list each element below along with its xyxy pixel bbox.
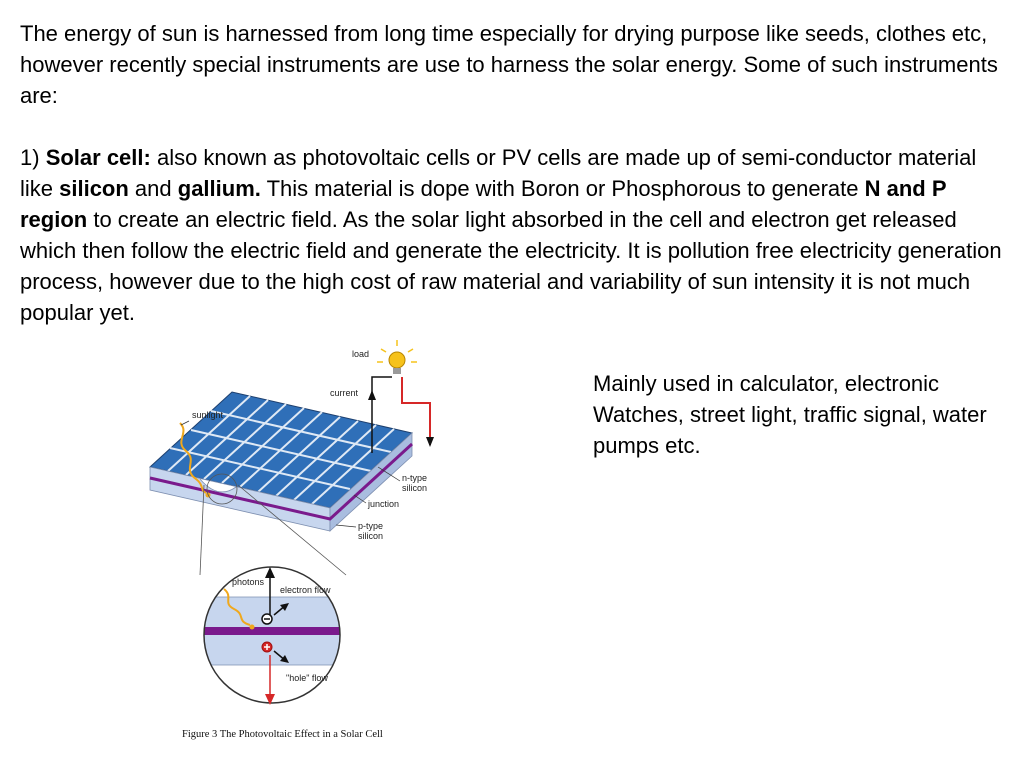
label-ntype-silicon: silicon bbox=[402, 483, 427, 493]
silicon-term: silicon bbox=[59, 176, 129, 201]
intro-paragraph: The energy of sun is harnessed from long… bbox=[20, 21, 998, 108]
solar-cell-title: Solar cell: bbox=[45, 145, 151, 170]
solar-cell-text-2: and bbox=[128, 176, 178, 201]
np-region-term: N and P region bbox=[20, 176, 947, 232]
label-electron-flow: electron flow bbox=[280, 585, 331, 595]
label-ptype: p-type bbox=[358, 521, 383, 531]
solar-cell-figure: load current sunlight n-type silicon jun… bbox=[148, 340, 434, 740]
point-number: 1) bbox=[20, 145, 46, 170]
label-photons: photons bbox=[232, 577, 265, 587]
label-current: current bbox=[330, 388, 359, 398]
label-sunlight: sunlight bbox=[192, 410, 224, 420]
uses-paragraph: Mainly used in calculator, electronic Wa… bbox=[593, 371, 987, 458]
sunlight-ray bbox=[179, 422, 207, 494]
gallium-term: gallium. bbox=[177, 176, 261, 201]
label-ntype: n-type bbox=[402, 473, 427, 483]
load-circuit bbox=[368, 340, 434, 453]
solar-panel bbox=[148, 391, 414, 532]
label-junction: junction bbox=[367, 499, 399, 509]
figure-caption: Figure 3 The Photovoltaic Effect in a So… bbox=[182, 729, 383, 740]
bulb-icon bbox=[388, 351, 406, 369]
label-load: load bbox=[352, 349, 369, 359]
solar-cell-paragraph: 1) Solar cell: also known as photovoltai… bbox=[20, 142, 1015, 328]
solar-cell-text-1: also known as photovoltaic cells or PV c… bbox=[20, 145, 977, 201]
solar-cell-text-3: This material is dope with Boron or Phos… bbox=[260, 176, 865, 201]
solar-cell-text-4: to create an electric field. As the sola… bbox=[20, 207, 1002, 325]
label-hole-flow: "hole" flow bbox=[286, 673, 328, 683]
magnified-view: photons electron flow "hole" flow bbox=[203, 566, 341, 705]
label-ptype-silicon: silicon bbox=[358, 531, 383, 541]
